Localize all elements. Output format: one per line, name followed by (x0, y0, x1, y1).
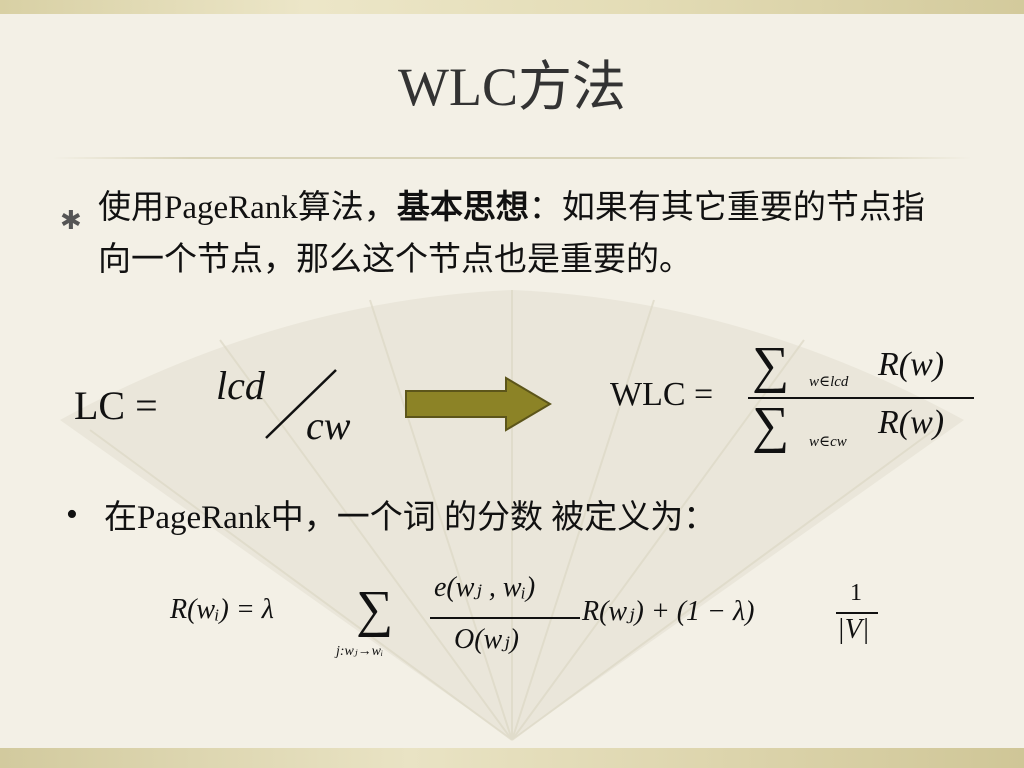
pr-fraction-denominator: O(wⱼ) (454, 624, 519, 655)
lc-formula-lhs: LC = (74, 383, 158, 428)
lc-formula-numerator: lcd (216, 363, 265, 408)
title-divider (52, 157, 972, 159)
pr-formula-lhs: R(wᵢ) = λ (170, 594, 274, 625)
lc-formula-slash (265, 369, 337, 439)
bullet1-text-bold: 基本思想 (396, 190, 529, 226)
pr-v-fraction-line (836, 612, 878, 614)
bullet1-text-b: ：如果有其它重要的节点指向一个节点，那么这个节点也是重要的。 (98, 190, 925, 278)
wlc-bottom-sum-symbol: ∑ (752, 397, 790, 454)
wlc-top-sum-symbol: ∑ (752, 337, 790, 394)
dot-icon: • (66, 496, 78, 533)
pr-sum-subscript: j:wⱼ→wᵢ (336, 644, 384, 659)
wlc-top-sum-subscript: w∈lcd (809, 374, 849, 390)
pr-one-numerator: 1 (850, 580, 862, 606)
pr-fraction-numerator: e(wⱼ , wᵢ) (434, 572, 536, 603)
pr-formula-rest: R(wⱼ) + (1 − λ) (582, 596, 755, 627)
bullet-text-score-definition: 在PageRank中，一个词 的分数 被定义为： (104, 500, 717, 536)
pr-fraction-line (430, 617, 580, 619)
bottom-decorative-band (0, 748, 1024, 768)
wlc-top-term: R(w) (878, 346, 945, 383)
bullet1-text-a: 使用PageRank算法， (98, 190, 397, 226)
asterisk-icon: ✱ (60, 206, 82, 235)
wlc-formula-lhs: WLC = (610, 376, 714, 413)
wlc-bottom-sum-subscript: w∈cw (809, 434, 847, 450)
wlc-bottom-term: R(w) (878, 404, 945, 441)
wlc-fraction-line (748, 397, 974, 399)
pr-sum-symbol: ∑ (356, 581, 394, 638)
pr-v-denominator: |V| (837, 614, 870, 645)
lc-formula-denominator: cw (306, 403, 351, 448)
right-arrow-icon (405, 376, 552, 432)
slide-title: WLC方法 (398, 57, 626, 117)
top-decorative-band (0, 0, 1024, 14)
bullet-text-pagerank-idea: 使用PageRank算法，基本思想：如果有其它重要的节点指向一个节点，那么这个节… (98, 182, 938, 286)
